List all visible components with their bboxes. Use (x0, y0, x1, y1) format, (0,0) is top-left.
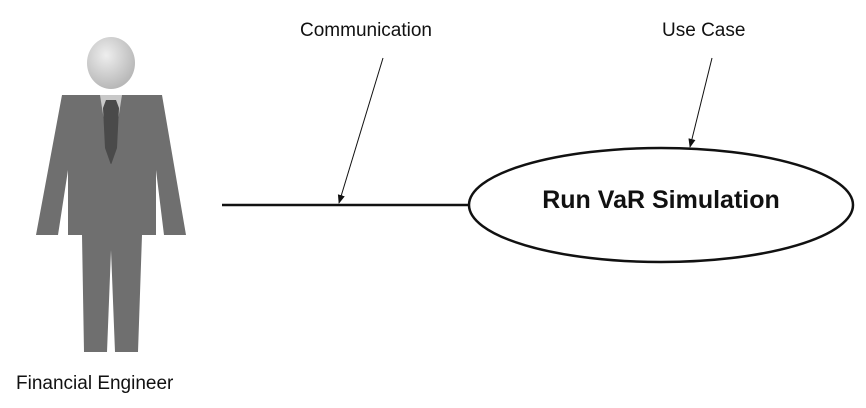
use-case-callout-label: Use Case (662, 20, 746, 41)
use-case-ellipse (467, 146, 855, 264)
use-case-name: Run VaR Simulation (542, 186, 780, 214)
actor-tie (103, 100, 119, 165)
actor-label: Financial Engineer (16, 373, 174, 394)
communication-label: Communication (300, 20, 432, 41)
actor-body (36, 95, 186, 352)
use-case-callout-arrow (688, 57, 713, 148)
actor-head (87, 37, 135, 89)
communication-callout-arrow (337, 57, 384, 204)
actor-figure (36, 37, 186, 352)
